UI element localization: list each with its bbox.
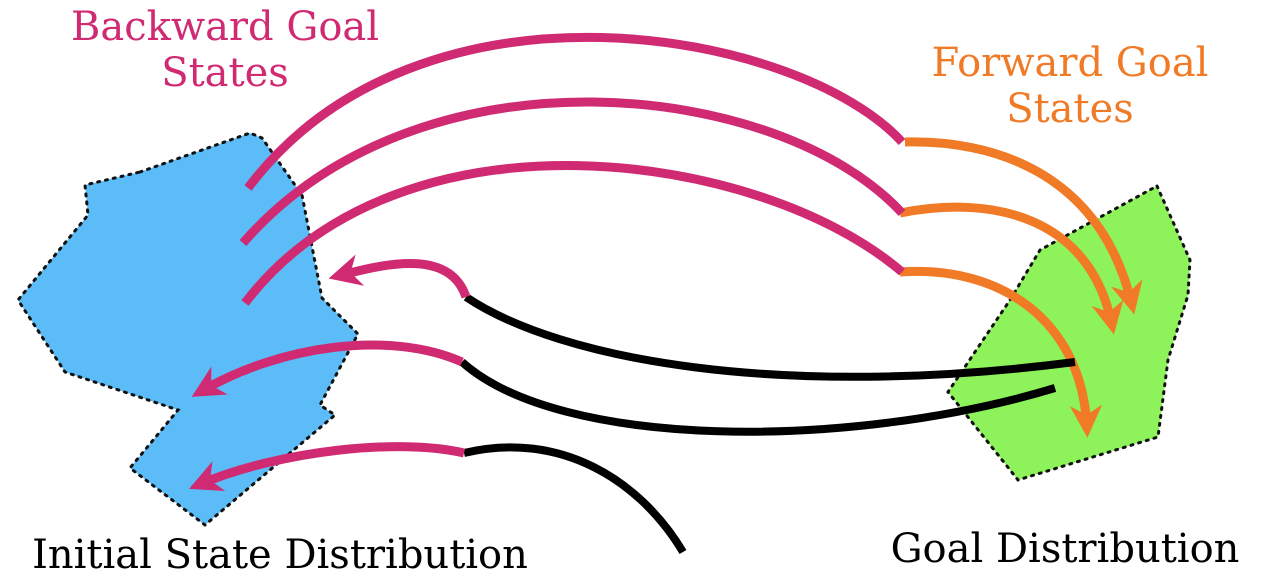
forward-goal-states-label: Forward Goal States xyxy=(905,40,1235,132)
goal-region xyxy=(946,183,1192,482)
forward-arrow-1 xyxy=(904,137,1143,315)
backward-arrow-1 xyxy=(328,254,471,299)
trajectory-1 xyxy=(463,293,1076,381)
initial-state-region xyxy=(16,131,360,527)
goal-distribution-label: Goal Distribution xyxy=(890,526,1240,572)
forward-arrow-2 xyxy=(899,202,1124,335)
backward-path-3 xyxy=(241,161,905,306)
trajectory-3 xyxy=(463,443,687,555)
backward-arrow-2 xyxy=(191,340,464,397)
backward-path-1 xyxy=(244,32,906,191)
forward-label-line2: States xyxy=(1006,86,1134,132)
trajectory-2 xyxy=(459,359,1057,436)
forward-arrow-3 xyxy=(899,266,1103,438)
backward-goal-states-label: Backward Goal States xyxy=(60,4,390,96)
backward-arrow-3 xyxy=(189,442,466,492)
backward-label-line1: Backward Goal xyxy=(70,4,380,50)
backward-path-2 xyxy=(239,97,906,246)
backward-label-line2: States xyxy=(161,50,289,96)
initial-state-distribution-label: Initial State Distribution xyxy=(32,532,528,578)
forward-label-line1: Forward Goal xyxy=(931,40,1209,86)
